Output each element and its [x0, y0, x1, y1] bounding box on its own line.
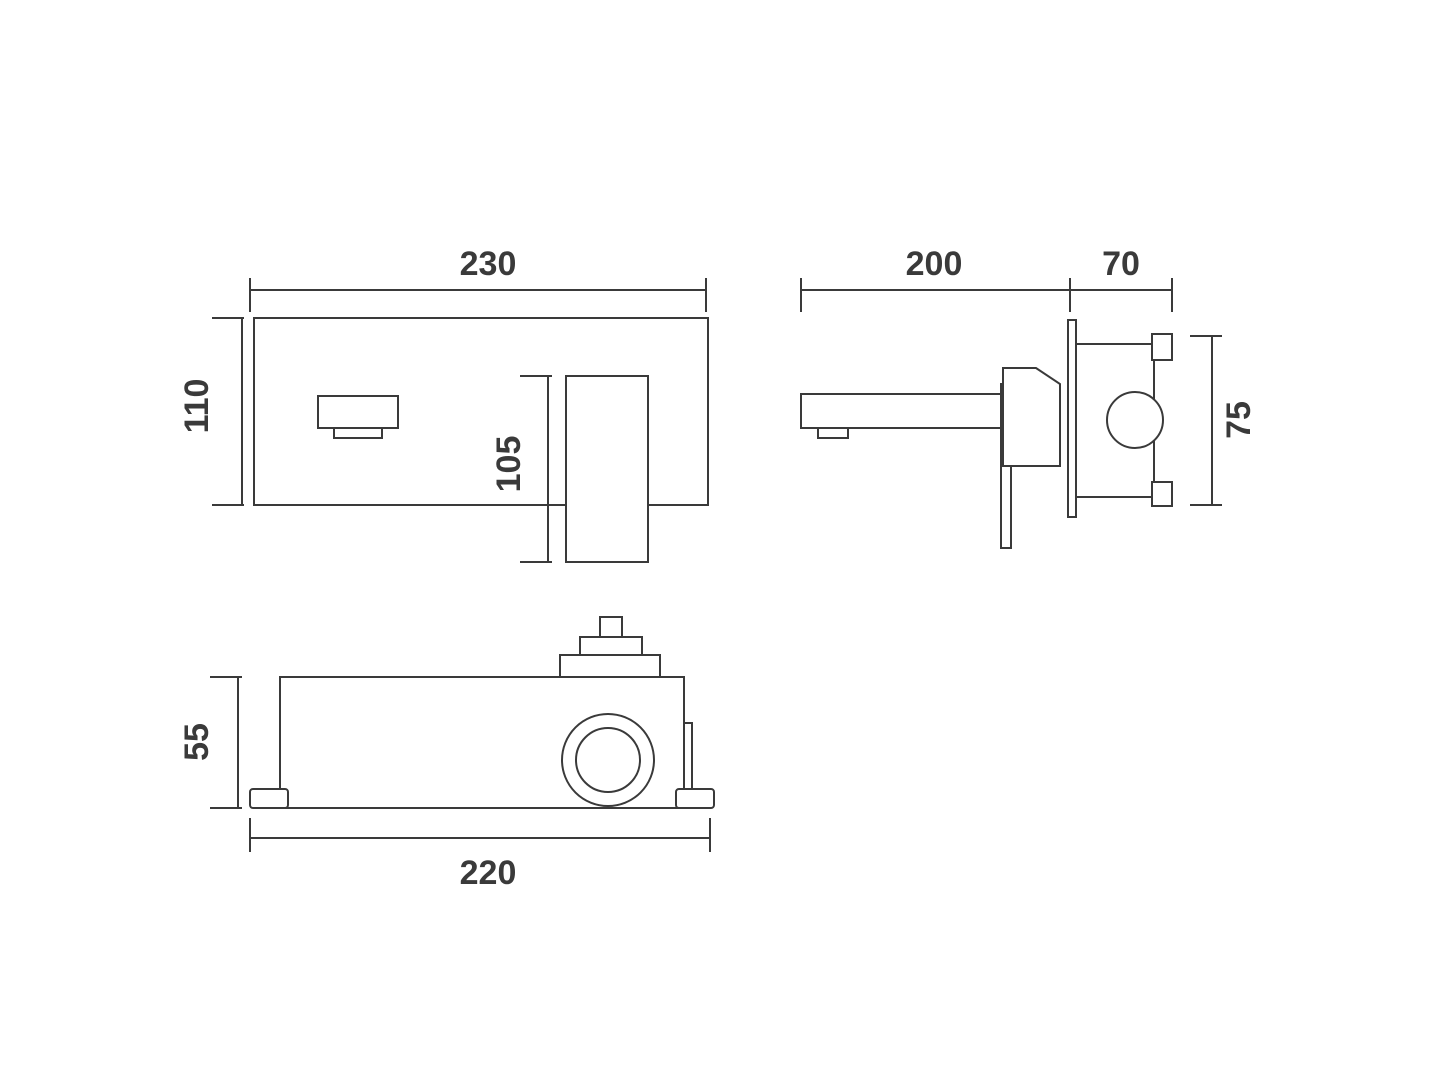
bottom-foot-right	[675, 788, 715, 809]
bottom-inlet-inner	[575, 727, 641, 793]
bottom-view: 55 220	[178, 616, 715, 892]
side-spout-length-label: 200	[906, 245, 963, 283]
side-wall-flange	[1067, 319, 1077, 518]
side-box-height-dimension: 75	[1190, 335, 1258, 506]
body-width-dimension: 220	[249, 818, 711, 892]
front-width-label: 230	[460, 245, 517, 283]
side-spout	[800, 393, 1004, 429]
bottom-valve-nut	[579, 636, 643, 656]
side-view: 200 70 75	[800, 245, 1258, 549]
bottom-foot-left	[249, 788, 289, 809]
front-view: 230 110 105	[178, 245, 709, 563]
front-handle	[565, 375, 649, 563]
side-length-dimension: 200 70	[800, 245, 1173, 312]
bottom-valve-stem	[599, 616, 623, 638]
body-height-label: 55	[178, 723, 216, 761]
front-width-dimension: 230	[249, 245, 707, 312]
body-height-dimension: 55	[178, 676, 242, 809]
handle-height-label: 105	[490, 436, 528, 493]
side-handle-body	[1002, 367, 1061, 467]
side-box-lug-bottom	[1151, 481, 1173, 507]
side-box-lug-top	[1151, 333, 1173, 361]
handle-height-dimension: 105	[490, 375, 552, 563]
front-height-label: 110	[178, 379, 216, 434]
bottom-side-tab	[683, 722, 693, 791]
body-width-label: 220	[460, 854, 517, 892]
front-spout-aerator	[333, 427, 383, 439]
side-inlet-circle	[1106, 391, 1164, 449]
bottom-valve-bonnet	[559, 654, 661, 680]
front-height-dimension: 110	[178, 317, 244, 506]
side-spout-aerator	[817, 427, 849, 439]
front-spout	[317, 395, 399, 429]
side-box-depth-label: 70	[1102, 245, 1140, 283]
side-box-height-label: 75	[1220, 401, 1258, 439]
